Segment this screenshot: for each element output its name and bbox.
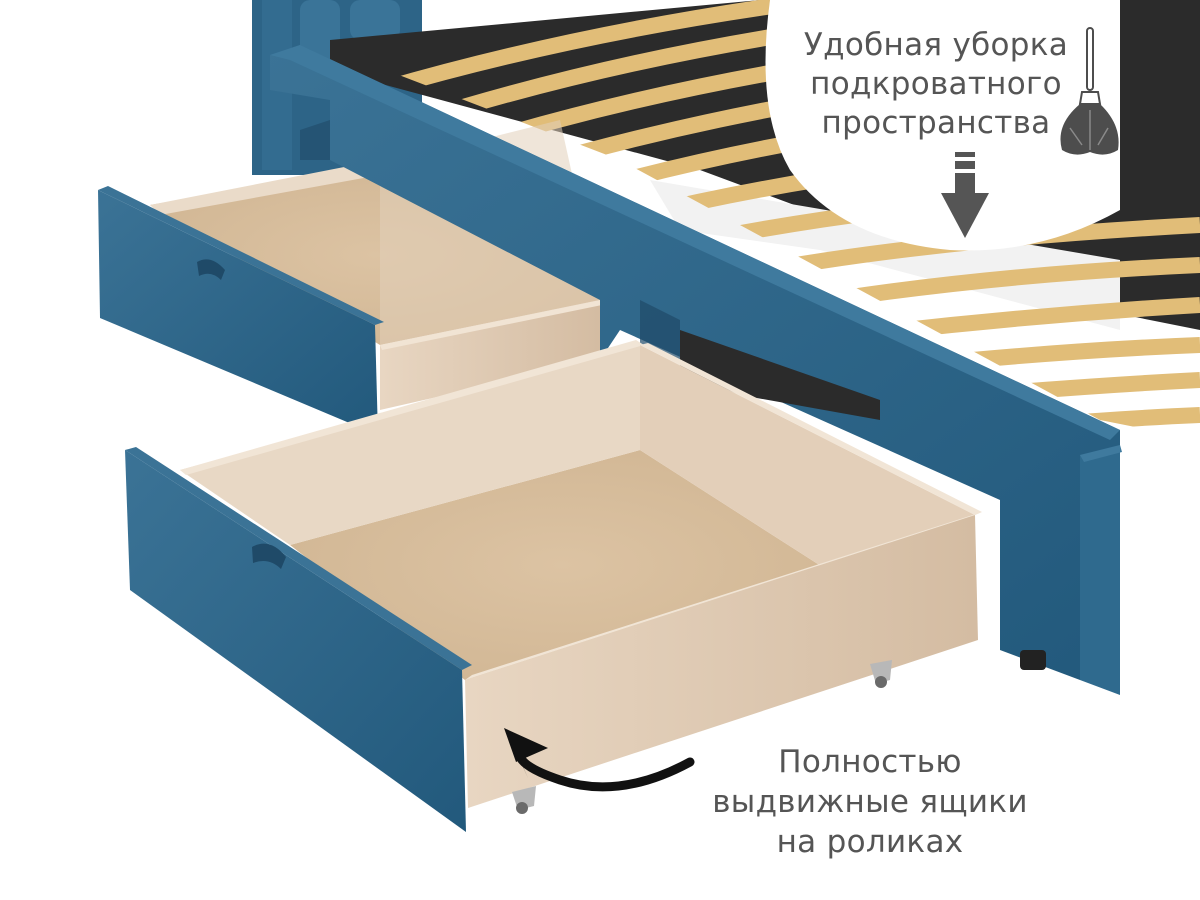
callout-top-line-1: Удобная уборка — [803, 27, 1069, 63]
callout-top-bubble — [765, 0, 1120, 251]
callout-top-line-2: подкроватного — [810, 66, 1062, 102]
curved-arrow-icon — [504, 728, 695, 792]
callout-bottom-line-2: выдвижные ящики — [712, 784, 1028, 820]
drawer-front — [125, 340, 982, 832]
callout-bottom-line-1: Полностью — [778, 744, 962, 780]
feather-duster-icon — [1060, 27, 1119, 155]
down-arrow-icon — [941, 152, 989, 238]
callout-top-line-3: пространства — [821, 105, 1051, 141]
callout-drawers-on-casters: Полностью выдвижные ящики на роликах — [680, 742, 1060, 862]
callout-bottom-line-3: на роликах — [776, 824, 964, 860]
caster-wheel — [512, 786, 536, 814]
caster-wheel — [870, 660, 892, 688]
callout-easy-cleaning: Удобная уборка подкроватного пространств… — [786, 26, 1086, 143]
